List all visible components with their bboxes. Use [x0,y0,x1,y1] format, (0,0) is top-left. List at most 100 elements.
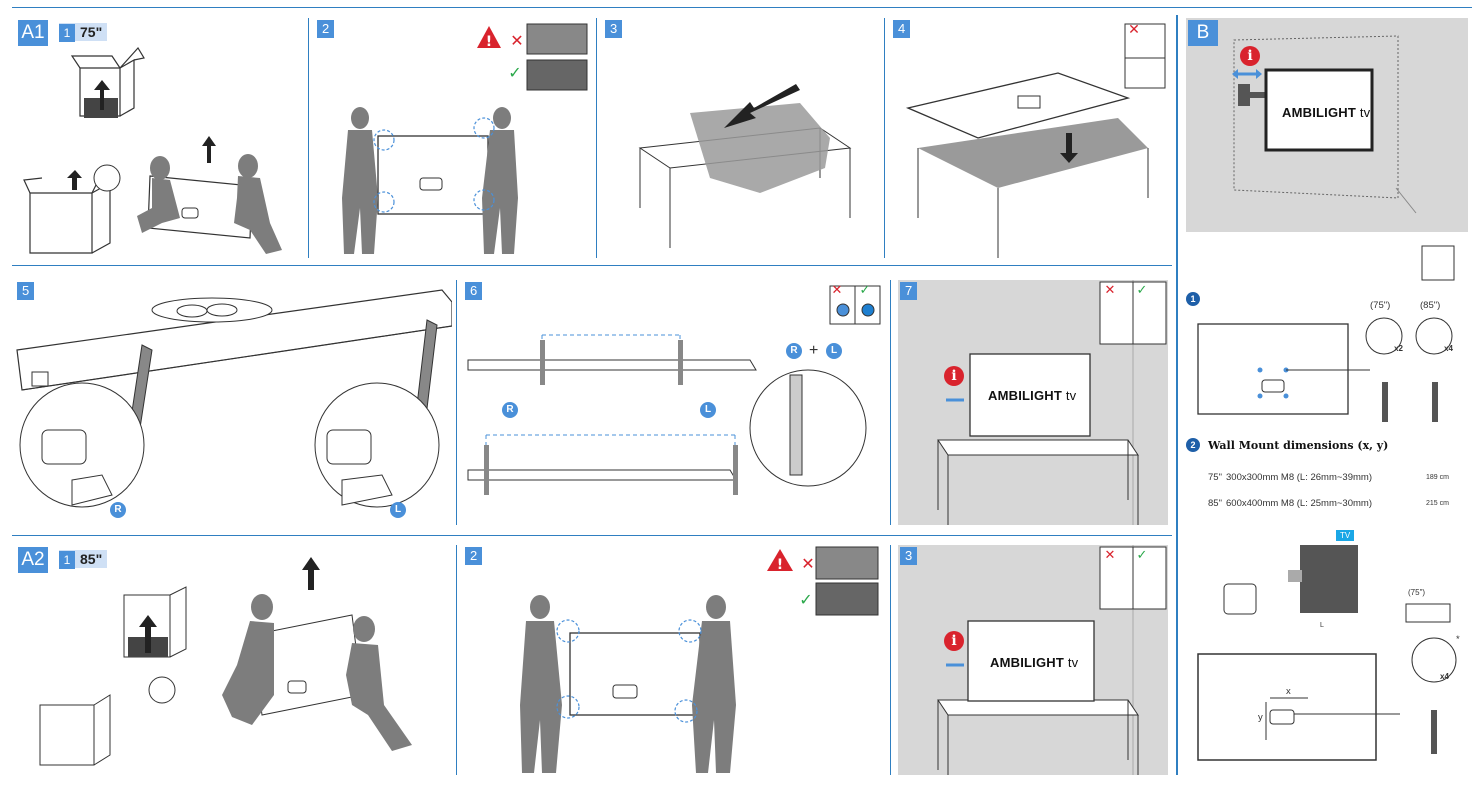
spec-size: 85" [1208,498,1222,509]
ambilight-logo: AMBILIGHT tv [1282,105,1371,120]
section-badge-a1: A1 [18,20,48,46]
length-label: L [1320,622,1324,629]
asterisk-mark: * [1456,634,1460,645]
stand-label-r: R [786,343,802,359]
row-divider-1 [12,265,1172,266]
col-divider-1 [308,18,309,258]
tv-on-table-illustration: ✕ ✓ [937,280,1167,525]
section-b-divider [1176,15,1178,775]
size-label: 75" [80,24,103,40]
size-step-number: 1 [59,551,75,569]
wrong-mark: ✕ [1105,548,1116,563]
size-tag-75: 1 75" [59,23,108,42]
panel-b-mount-info: 1 (75") (85") x2 x4 2 Wall Mount dimensi… [1180,240,1470,780]
qty-85: x4 [1444,344,1453,353]
section-badge-b: B [1188,20,1218,46]
panel-a2-unbox: A2 1 85" [12,545,452,780]
check-mark: ✓ [508,63,521,82]
qty-75: x2 [1394,344,1403,353]
size-tag-85: 1 85" [59,550,108,569]
stand-label-l: L [390,502,406,518]
mount-spec-row: 85" 600x400mm M8 (L: 25mm~30mm) 215 cm [1208,498,1470,512]
step-badge: 4 [893,20,911,38]
row3-divider-1 [456,545,457,775]
panel-6-stand-screws: 6 ✕ ✓ R + L R L [460,280,886,525]
step-circle-2: 2 [1186,438,1200,452]
warning-mark: ! [777,557,783,573]
panel-a2-ambilight: 3 ✕ ✓ i AMBILIGHT tv [898,545,1168,775]
warning-icon [477,26,501,48]
panel-a1-unbox: A1 1 75" [12,18,304,263]
step-badge: 7 [900,282,918,300]
panel-5-attach-stand: 5 R L [12,280,452,525]
size-step-number: 1 [59,24,75,42]
check-mark: ✓ [1137,548,1148,563]
stand-label-l: L [700,402,716,418]
panel-a1-carry: 2 ! ✕ ✓ [312,18,594,263]
wrong-mark: ✕ [510,31,523,50]
tv-on-table-85-illustration: ✕ ✓ [937,545,1167,775]
info-icon: i [944,631,964,651]
step-badge: 2 [317,20,335,38]
row3-divider-2 [890,545,891,775]
col-divider-2 [596,18,597,258]
y-dimension-label: y [1258,712,1263,723]
warning-mark: ! [486,34,492,50]
qty-bottom: x4 [1440,672,1449,681]
wall-mount-illustration [1232,35,1417,214]
step-badge: 6 [465,282,483,300]
stand-attach-illustration [16,289,452,508]
wrong-mark: ✕ [832,283,843,298]
row2-divider-1 [456,280,457,525]
carry-85-illustration: ! ✕ ✓ [520,546,879,773]
step-circle-1: 1 [1186,292,1200,306]
top-rule [12,7,1472,8]
panel-a2-carry: 2 ! ✕ ✓ [460,545,886,780]
warning-icon [767,549,793,571]
stand-screws-illustration: ✕ ✓ [467,283,881,495]
panel-7-ambilight: 7 ✕ ✓ i AMBILIGHT tv [898,280,1168,525]
ambilight-logo: AMBILIGHT tv [990,655,1079,670]
place-tv-illustration: ✕ [905,22,1166,258]
check-mark: ✓ [799,590,812,609]
stand-label-r: R [110,502,126,518]
step-badge: 3 [900,547,918,565]
check-mark: ✓ [860,283,871,298]
panel-b-wall: B i AMBILIGHT tv [1186,18,1468,232]
spec-detail: 300x300mm M8 (L: 26mm~39mm) [1226,472,1372,483]
wall-mount-diagram [1197,245,1457,761]
info-icon: i [1240,46,1260,66]
check-mark: ✓ [1137,283,1148,298]
row-divider-2 [12,535,1172,536]
unboxing-illustration [23,46,282,254]
spec-cable: 215 cm [1426,500,1449,507]
spec-cable: 189 cm [1426,474,1449,481]
step-badge: 2 [465,547,483,565]
panel-a1-cover-table: 3 [600,18,882,263]
spec-size: 75" [1208,472,1222,483]
unboxing-85-illustration [39,557,412,766]
spec-detail: 600x400mm M8 (L: 25mm~30mm) [1226,498,1372,509]
row2-divider-2 [890,280,891,525]
x-dimension-label: x [1286,686,1291,697]
wrong-mark: ✕ [1128,22,1140,38]
wall-mount-title: Wall Mount dimensions (x, y) [1208,439,1389,452]
info-icon: i [944,366,964,386]
panel-a1-place-tv: 4 ✕ [888,18,1172,263]
size-85-label: (85") [1420,300,1441,311]
mount-spec-row: 75" 300x300mm M8 (L: 26mm~39mm) 189 cm [1208,472,1470,486]
step-badge: 3 [605,20,623,38]
table-cover-illustration [638,84,852,248]
stand-label-l: L [826,343,842,359]
size-label: 85" [80,551,103,567]
size-75-label: (75") [1370,300,1391,311]
carry-illustration: ! ✕ ✓ [342,23,588,254]
step-badge: 5 [17,282,35,300]
tv-tag: TV [1336,530,1355,541]
stand-label-r: R [502,402,518,418]
col-divider-3 [884,18,885,258]
section-badge-a2: A2 [18,547,48,573]
plus-sign: + [809,342,819,359]
spacer-size-label: (75") [1408,588,1426,597]
wrong-mark: ✕ [801,554,814,573]
